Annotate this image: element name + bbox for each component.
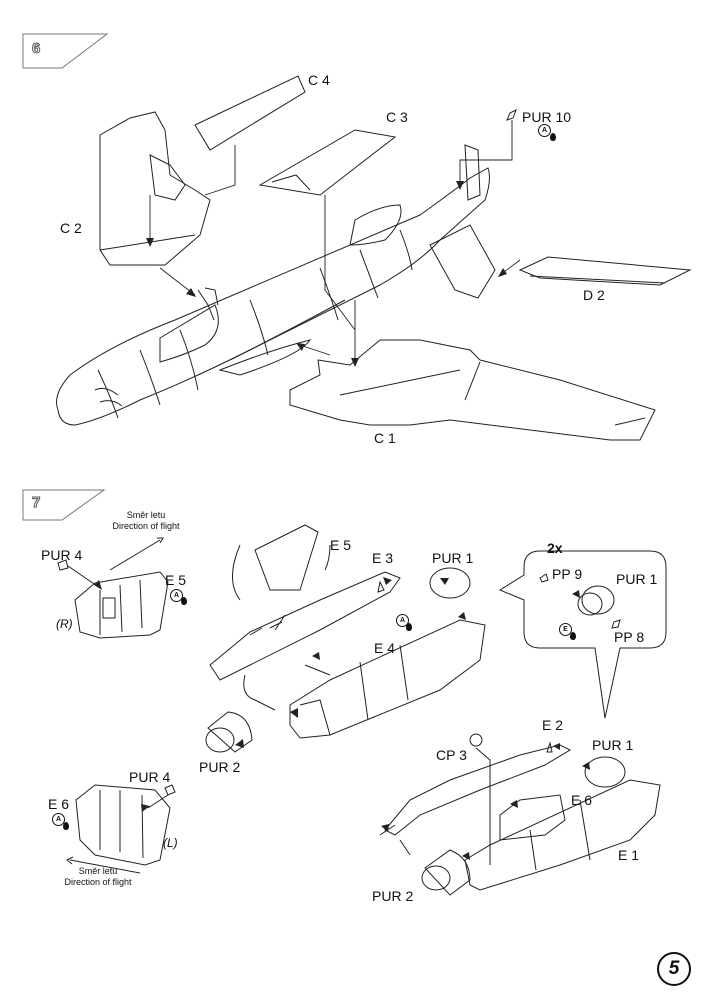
step-tab-icon <box>22 489 106 521</box>
part-label-e1: E 1 <box>618 847 640 863</box>
part-label-pur1-lower: PUR 1 <box>592 737 634 753</box>
detail-count: 2x <box>547 540 563 556</box>
panel-c4-drawing <box>194 75 306 151</box>
part-label-c4: C 4 <box>308 72 330 88</box>
upper-nacelle-drawing <box>205 524 486 753</box>
glue-droplet-icon <box>63 822 69 830</box>
insert-l-drawing <box>75 784 176 866</box>
part-label-e6: E 6 <box>571 792 593 808</box>
part-label-pp8: PP 8 <box>614 629 645 645</box>
part-label-pur1-detail: PUR 1 <box>616 571 658 587</box>
fin-c2-drawing <box>99 111 211 266</box>
part-label-pur10: PUR 10 <box>522 109 572 125</box>
direction-r-english: Direction of flight <box>112 521 180 531</box>
part-label-c1: C 1 <box>374 430 396 446</box>
part-label-c2: C 2 <box>60 220 82 236</box>
part-label-e3: E 3 <box>372 550 394 566</box>
glue-icon: E <box>559 623 572 636</box>
tail-drawing <box>429 144 692 299</box>
direction-r-czech: Směr letu <box>126 510 166 520</box>
side-label-l: (L) <box>163 836 178 850</box>
part-label-e6-l: E 6 <box>48 796 70 812</box>
lower-nacelle-drawing <box>379 733 661 896</box>
wing-c1-drawing <box>289 339 656 441</box>
glue-droplet-icon <box>570 632 576 640</box>
part-label-d2: D 2 <box>583 287 605 303</box>
direction-arrow-icon <box>69 859 141 874</box>
direction-l-czech: Směr letu <box>78 866 118 876</box>
part-label-pur2: PUR 2 <box>199 759 241 775</box>
page-number: 5 <box>657 952 691 986</box>
part-label-e4: E 4 <box>374 640 396 656</box>
step-6-number: 6 <box>31 40 41 58</box>
part-label-pur4-l: PUR 4 <box>129 769 171 785</box>
part-label-e5: E 5 <box>330 537 352 553</box>
direction-arrow-icon <box>109 539 161 571</box>
part-label-cp3: CP 3 <box>436 747 467 763</box>
insert-r-drawing <box>57 559 169 639</box>
part-label-pur1: PUR 1 <box>432 550 474 566</box>
part-label-pur2-lower: PUR 2 <box>372 888 414 904</box>
glue-icon: A <box>396 614 409 627</box>
side-label-r: (R) <box>56 617 73 631</box>
part-label-pp9: PP 9 <box>552 566 583 582</box>
direction-l-english: Direction of flight <box>64 877 132 887</box>
panel-c3-drawing <box>258 129 397 196</box>
glue-droplet-icon <box>550 133 556 141</box>
part-label-e2: E 2 <box>542 717 564 733</box>
glue-icon: A <box>170 589 183 602</box>
glue-droplet-icon <box>406 623 412 631</box>
step-7-number: 7 <box>31 494 41 512</box>
glue-droplet-icon <box>181 597 187 605</box>
detail-callout <box>498 550 667 719</box>
glue-icon: A <box>52 813 65 826</box>
part-label-c3: C 3 <box>386 109 408 125</box>
glue-icon: A <box>538 124 551 137</box>
part-label-pur4-r: PUR 4 <box>41 547 83 563</box>
fuselage-drawing <box>56 167 490 426</box>
part-label-e5-r: E 5 <box>165 572 187 588</box>
step-tab-icon <box>22 33 109 69</box>
